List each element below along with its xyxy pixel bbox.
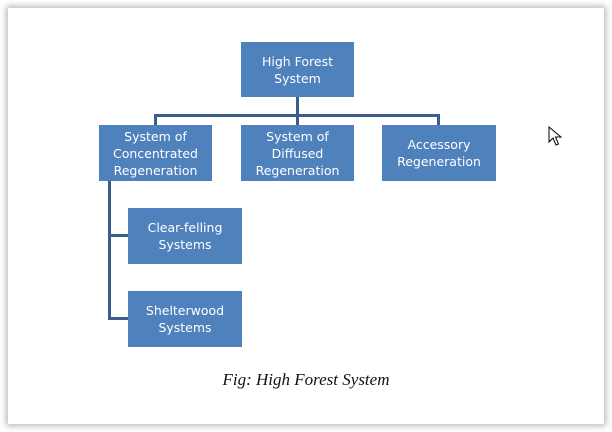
connector-to-clear-felling	[108, 234, 128, 237]
node-system-of-concentrated-regeneration: System of Concentrated Regeneration	[99, 125, 212, 181]
node-high-forest-system: High Forest System	[241, 42, 354, 97]
figure-caption: Fig: High Forest System	[222, 370, 390, 389]
mouse-pointer-icon	[548, 126, 563, 146]
node-shelterwood-systems: Shelterwood Systems	[128, 291, 242, 347]
node-clear-felling-systems: Clear-felling Systems	[128, 208, 242, 264]
connector-concentrated-vertical	[108, 180, 111, 320]
connector-to-concentrated	[154, 114, 157, 126]
connector-root-down	[296, 96, 299, 116]
node-accessory-regeneration: Accessory Regeneration	[382, 125, 496, 181]
connector-to-shelterwood	[108, 317, 128, 320]
node-system-of-diffused-regeneration: System of Diffused Regeneration	[241, 125, 354, 181]
connector-to-accessory	[437, 114, 440, 126]
connector-to-diffused	[296, 114, 299, 126]
